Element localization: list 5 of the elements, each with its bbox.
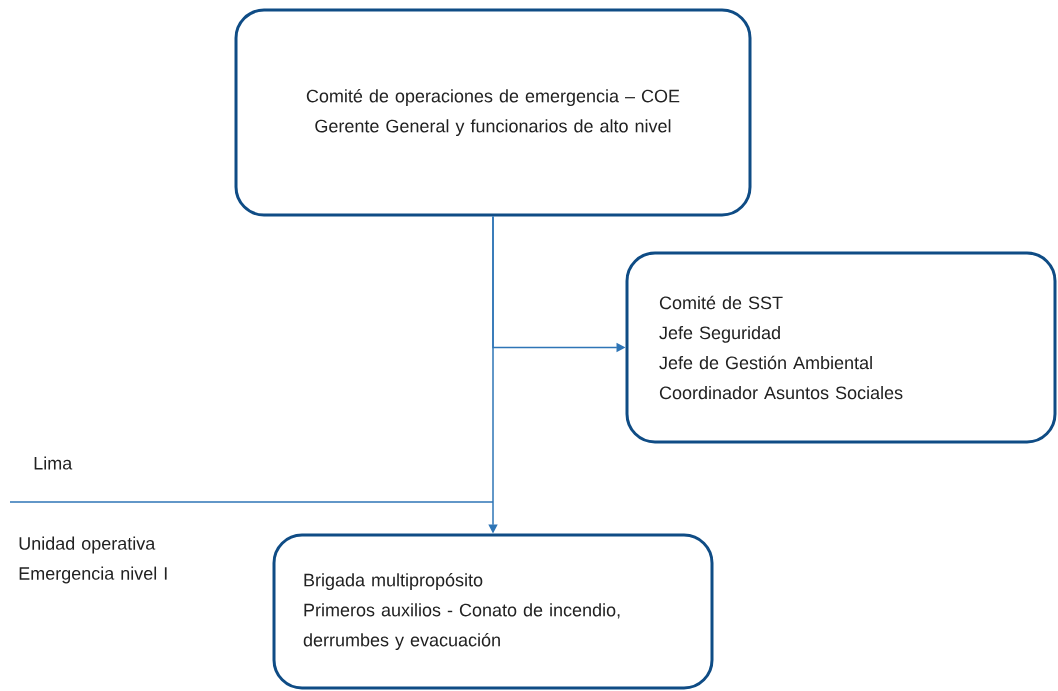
rounded-box: Comité de SST Jefe Seguridad Jefe de Gestión Ambiental Coordinador Asuntos Sociales — [625, 251, 1057, 444]
rounded-box: Comité de operaciones de emergencia – COE Gerente General y funcionarios de alto nivel — [234, 8, 752, 217]
area-label: Unidad operativa Emergencia nivel I — [19, 536, 167, 584]
rounded-box: Brigada multipropósito Primeros auxilios - Conato de incendio, derrumbes y evacuación — [272, 533, 714, 690]
area-label: Lima — [34, 456, 73, 470]
